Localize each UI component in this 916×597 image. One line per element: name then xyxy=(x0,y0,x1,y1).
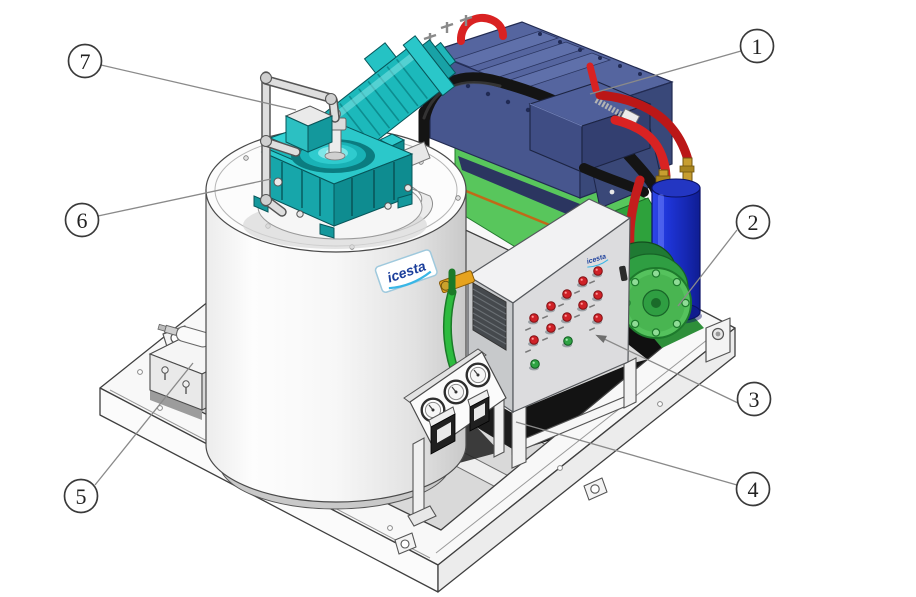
water-piping xyxy=(259,71,340,217)
gearbox-base-bolts xyxy=(273,177,412,218)
callout-2-number: 2 xyxy=(748,210,759,235)
callout-5-number: 5 xyxy=(76,484,87,509)
callout-7-circle xyxy=(67,43,103,79)
callout-5-leader-line xyxy=(94,362,194,486)
callout-6: 6 xyxy=(64,178,272,238)
compressor xyxy=(411,13,674,218)
callout-1-circle xyxy=(739,28,775,64)
callout-7-number: 7 xyxy=(80,49,91,74)
callout-7: 7 xyxy=(67,43,297,111)
callout-3-leader-line xyxy=(597,335,739,404)
callout-2-leader-line xyxy=(677,229,738,307)
pipe-joints xyxy=(259,71,338,207)
cylinder-head-ridges xyxy=(450,30,612,90)
panel-buttons xyxy=(524,266,603,371)
panel-latch xyxy=(619,265,628,282)
callout-6-leader-line xyxy=(97,178,272,217)
water-pump-block xyxy=(284,105,334,153)
green-indicator-buttons xyxy=(529,336,573,371)
callout-7-leader-line xyxy=(100,64,297,111)
callout-3-arrowhead xyxy=(595,334,607,344)
panel-front-face xyxy=(512,216,631,413)
corner-plate-right xyxy=(705,317,731,363)
callout-1-number: 1 xyxy=(752,34,763,59)
refrigerant-pump xyxy=(607,241,692,339)
callout-1: 1 xyxy=(589,28,775,95)
callout-5-circle xyxy=(63,478,99,514)
callout-4: 4 xyxy=(515,421,771,507)
float-valve-cylinder xyxy=(157,323,211,348)
callout-5: 5 xyxy=(63,362,194,514)
drum-logo-label: icesta xyxy=(374,249,438,293)
ventilation-grille xyxy=(472,282,507,351)
callout-layer: 1 2 3 4 5 6 7 xyxy=(63,28,775,514)
callout-4-leader-line xyxy=(515,421,738,486)
control-panel: icesta xyxy=(466,198,637,469)
callout-2-circle xyxy=(735,204,771,240)
red-indicator-buttons xyxy=(524,266,603,354)
gauge-panel xyxy=(403,348,507,527)
lifting-lug-front xyxy=(394,477,608,555)
callout-1-leader-line xyxy=(589,50,742,95)
callout-6-circle xyxy=(64,202,100,238)
callout-4-circle xyxy=(735,471,771,507)
callout-2: 2 xyxy=(677,204,771,307)
callout-4-number: 4 xyxy=(748,477,759,502)
callout-3-number: 3 xyxy=(749,387,760,412)
callout-3: 3 xyxy=(595,334,772,417)
callout-6-number: 6 xyxy=(77,208,88,233)
callout-3-circle xyxy=(736,381,772,417)
frame-wall-right xyxy=(437,327,736,593)
gauge-valve-boxes xyxy=(428,389,490,455)
